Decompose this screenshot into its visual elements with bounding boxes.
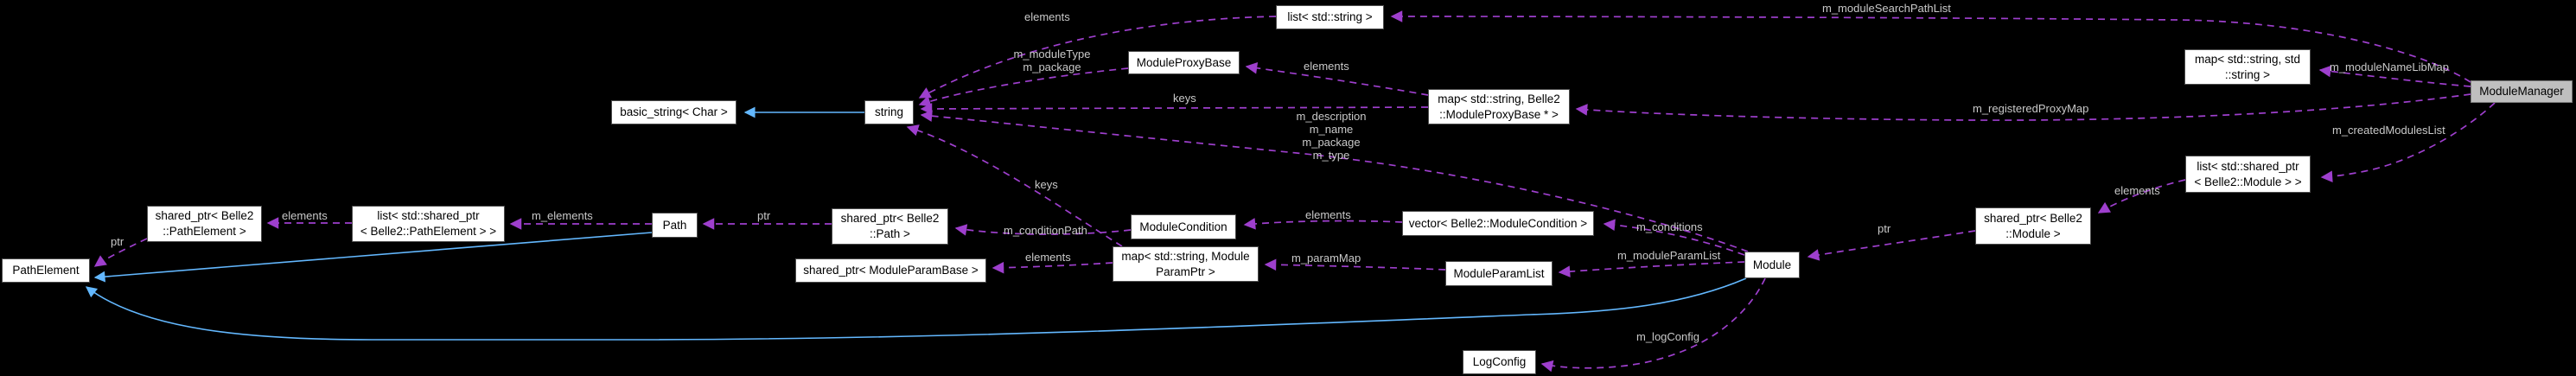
edge-label-ptr-path: ptr [757, 209, 771, 222]
edge-label-condition-path: m_conditionPath [1004, 224, 1087, 237]
edge-created-modules-list [2320, 102, 2496, 183]
edge-label-m-conditions: m_conditions [1636, 220, 1703, 233]
node-list-string[interactable]: list< std::string > [1276, 5, 1384, 29]
edge-module-name-lib-map [2318, 65, 2471, 87]
node-map-string-string[interactable]: map< std::string, std ::string > [2184, 49, 2311, 85]
edge-path-inherits-path-element [93, 232, 653, 283]
node-map-proxy[interactable]: map< std::string, Belle2 ::ModuleProxyBa… [1428, 89, 1570, 124]
edge-label-created-modules-list: m_createdModulesList [2332, 124, 2445, 137]
edge-module-search-path-list [1390, 10, 2471, 83]
edge-proxy-module-type [918, 67, 1129, 107]
edge-map-proxy-elements [1245, 61, 1429, 96]
node-list-shared-ptr-module[interactable]: list< std::shared_ptr < Belle2::Module >… [2185, 156, 2311, 193]
node-string[interactable]: string [864, 100, 914, 124]
edge-label-keys-registered: keys [1173, 92, 1196, 105]
edge-label-module-param-list: m_moduleParamList [1617, 249, 1721, 262]
edge-map-param-keys [906, 124, 1123, 247]
edge-module-inherits-path-element [85, 277, 1747, 341]
edge-label-elements-path-element: elements [282, 209, 328, 222]
node-module-proxy-base[interactable]: ModuleProxyBase [1128, 51, 1240, 74]
edge-m-module-param-list [1558, 261, 1745, 277]
edge-label-ptr-module: ptr [1878, 222, 1891, 235]
edge-label-keys-param: keys [1035, 178, 1058, 191]
edge-label-elements-top: elements [1024, 10, 1070, 23]
edge-shared-path-element-ptr [93, 238, 148, 267]
node-shared-ptr-path[interactable]: shared_ptr< Belle2 ::Path > [832, 208, 948, 245]
edge-label-elements-proxy: elements [1304, 60, 1349, 73]
edge-label-registered-proxy-map: m_registeredProxyMap [1973, 102, 2089, 115]
edge-label-module-name-lib-map: m_moduleNameLibMap [2330, 61, 2450, 73]
edge-label-elements-param-base: elements [1025, 251, 1071, 264]
node-module-manager[interactable]: ModuleManager [2471, 80, 2573, 103]
edge-label-ptr-path-element: ptr [111, 235, 124, 248]
node-list-shared-ptr-path-element[interactable]: list< std::shared_ptr < Belle2::PathElem… [352, 206, 505, 242]
edge-m-param-map [1264, 258, 1446, 271]
node-log-config[interactable]: LogConfig [1463, 350, 1536, 374]
node-module-condition[interactable]: ModuleCondition [1131, 214, 1236, 239]
edge-registered-proxy-map [1575, 93, 2471, 121]
edge-label-m-elements: m_elements [532, 209, 593, 222]
edge-map-param-elements [992, 261, 1113, 274]
edge-list-module-elements [2097, 179, 2186, 213]
node-map-module-param[interactable]: map< std::string, Module ParamPtr > [1113, 246, 1259, 282]
node-path-element[interactable]: PathElement [2, 258, 90, 283]
edge-vector-condition-elements [1243, 218, 1403, 230]
edge-map-proxy-keys [920, 103, 1429, 115]
node-vector-module-condition[interactable]: vector< Belle2::ModuleCondition > [1402, 211, 1594, 236]
node-basic-string[interactable]: basic_string< Char > [611, 100, 736, 124]
edge-m-conditions [1603, 219, 1745, 256]
node-module-param-list[interactable]: ModuleParamList [1445, 261, 1553, 286]
edge-shared-module-ptr [1807, 230, 1976, 261]
edge-label-description-block: m_description m_name m_package m_type [1296, 110, 1367, 162]
edge-condition-path [954, 224, 1132, 236]
node-shared-ptr-module-param-base[interactable]: shared_ptr< ModuleParamBase > [795, 258, 986, 283]
node-shared-ptr-module[interactable]: shared_ptr< Belle2 ::Module > [1975, 207, 2091, 245]
edge-label-elements-condition: elements [1305, 208, 1351, 221]
edge-label-elements-module: elements [2114, 184, 2160, 197]
edge-label-log-config: m_logConfig [1636, 330, 1699, 343]
node-module[interactable]: Module [1744, 252, 1800, 278]
node-path[interactable]: Path [652, 213, 698, 238]
edge-list-string-elements [918, 16, 1277, 99]
node-shared-ptr-path-element[interactable]: shared_ptr< Belle2 ::PathElement > [147, 206, 262, 242]
edge-m-log-config [1540, 277, 1766, 373]
edge-label-module-search-path-list: m_moduleSearchPathList [1822, 2, 1951, 15]
edge-label-module-type-package: m_moduleType m_package [1013, 48, 1091, 73]
edge-module-description-strings [920, 110, 1749, 252]
edge-label-param-map: m_paramMap [1291, 252, 1361, 264]
